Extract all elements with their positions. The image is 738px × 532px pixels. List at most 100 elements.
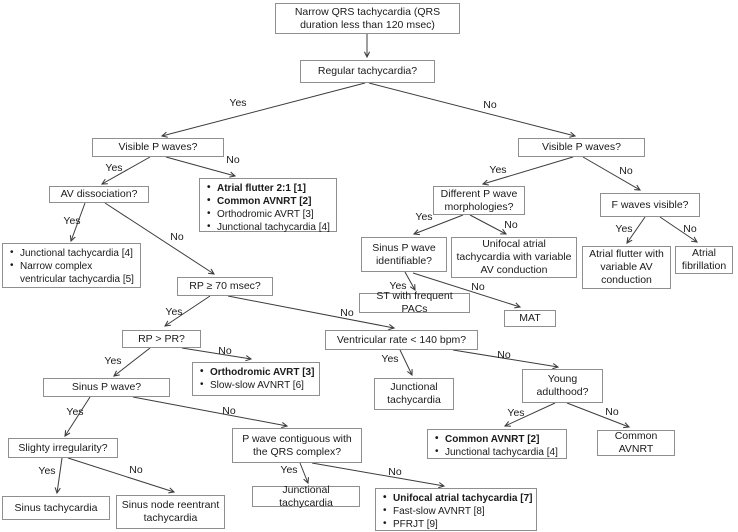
node-rp-gt-pr-label: RP > PR?: [138, 332, 185, 345]
list-item: Atrial flutter 2:1 [1]: [203, 181, 330, 195]
node-junctional-vt-list: Junctional tachycardia [4] Narrow comple…: [2, 243, 141, 288]
node-slight-irregularity: Slighty irregularity?: [8, 438, 118, 458]
common-avnrt-list-items: Common AVNRT [2] Junctional tachycardia …: [431, 432, 558, 459]
node-atrial-flutter-variable: Atrial flutter with variable AV conducti…: [582, 246, 671, 289]
node-different-p-morphologies: Different P wave morphologies?: [433, 186, 525, 215]
edge-label-yes: Yes: [489, 164, 507, 176]
edge-label-no: No: [504, 219, 518, 231]
node-sinus-node-reentrant-label: Sinus node reentrant tachycardia: [121, 499, 220, 524]
node-f-waves-visible: F waves visible?: [600, 193, 700, 217]
list-item: Junctional tachycardia [4]: [203, 220, 330, 234]
list-item-label: Fast-slow AVNRT [8]: [393, 506, 485, 517]
edge-label-no: No: [170, 231, 184, 243]
node-sinus-node-reentrant: Sinus node reentrant tachycardia: [116, 495, 225, 529]
edge-label-yes: Yes: [105, 162, 123, 174]
node-slight-irregularity-label: Slighty irregularity?: [18, 441, 108, 454]
node-f-waves-visible-label: F waves visible?: [611, 198, 689, 211]
list-item-label: Junctional tachycardia [4]: [20, 248, 133, 259]
list-item: Narrow complex ventricular tachycardia […: [6, 259, 137, 286]
node-regular-tachycardia: Regular tachycardia?: [300, 60, 435, 83]
node-common-avnrt: Common AVNRT: [597, 430, 675, 456]
edge-label-yes: Yes: [229, 97, 247, 109]
edge-label-yes: Yes: [507, 407, 525, 419]
node-visible-p-waves-left: Visible P waves?: [92, 138, 224, 157]
list-item: Orthodromic AVRT [3]: [203, 207, 330, 221]
node-p-wave-contiguous-label: P wave contiguous with the QRS complex?: [242, 432, 352, 458]
list-item: PFRJT [9]: [379, 517, 533, 531]
node-sinus-p-identifiable: Sinus P wave identifiable?: [361, 237, 447, 272]
node-p-wave-contiguous: P wave contiguous with the QRS complex?: [232, 428, 362, 463]
node-atrial-fibrillation: Atrial fibrillation: [675, 246, 733, 274]
edge-rppr-no: [181, 347, 251, 359]
atrial-flutter-list-items: Atrial flutter 2:1 [1] Common AVNRT [2] …: [203, 181, 330, 234]
node-rp-gt-pr: RP > PR?: [122, 330, 201, 348]
list-item-label: Atrial flutter 2:1 [1]: [217, 183, 306, 194]
node-junctional-bottom: Junctional tachycardia: [252, 483, 360, 509]
list-item-label: Junctional tachycardia [4]: [217, 222, 330, 233]
edge-label-no: No: [497, 349, 511, 361]
list-item-label: Unifocal atrial tachycardia [7]: [393, 493, 533, 504]
edge-label-yes: Yes: [381, 353, 399, 365]
edge-pwavecont-no: [311, 462, 444, 486]
node-common-avnrt-label: Common AVNRT: [614, 430, 658, 455]
node-av-dissociation: AV dissociation?: [49, 186, 149, 203]
edge-slighty-yes: [57, 457, 63, 493]
unifocal-list-items: Unifocal atrial tachycardia [7] Fast-slo…: [379, 491, 533, 531]
node-different-p-morphologies-label: Different P wave morphologies?: [440, 187, 518, 213]
list-item-label: Common AVNRT [2]: [217, 196, 312, 207]
list-item: Junctional tachycardia [4]: [6, 246, 137, 260]
node-sinus-tachycardia: Sinus tachycardia: [2, 496, 110, 520]
edge-slighty-no: [67, 457, 174, 492]
edge-label-yes: Yes: [165, 306, 183, 318]
node-mat-label: MAT: [519, 312, 541, 325]
node-orthodromic-list: Orthodromic AVRT [3] Slow-slow AVNRT [6]: [192, 362, 320, 396]
node-visible-p-waves-right-label: Visible P waves?: [542, 141, 621, 154]
node-junctional-bottom-label: Junctional tachycardia: [279, 483, 333, 509]
list-item-label: Orthodromic AVRT [3]: [217, 209, 314, 220]
edge-ventrate-yes: [399, 349, 412, 375]
edge-label-no: No: [218, 345, 232, 357]
node-sinus-p-wave-label: Sinus P wave?: [71, 381, 142, 394]
node-common-avnrt-list: Common AVNRT [2] Junctional tachycardia …: [427, 429, 567, 459]
edge-regular-no: [368, 82, 575, 136]
edge-label-yes: Yes: [389, 280, 407, 292]
list-item-label: PFRJT [9]: [393, 519, 438, 530]
node-mat: MAT: [504, 310, 556, 327]
edge-label-yes: Yes: [66, 406, 84, 418]
edge-label-no: No: [471, 281, 485, 293]
list-item: Common AVNRT [2]: [203, 194, 330, 208]
list-item-label: Junctional tachycardia [4]: [445, 447, 558, 458]
edge-label-yes: Yes: [415, 211, 433, 223]
edge-label-no: No: [605, 406, 619, 418]
node-atrial-flutter-variable-label: Atrial flutter with variable AV conducti…: [589, 248, 664, 286]
node-junctional-mid-label: Junctional tachycardia: [387, 381, 441, 406]
node-unifocal-variable-av-label: Unifocal atrial tachycardia with variabl…: [456, 238, 572, 276]
edge-label-no: No: [222, 405, 236, 417]
node-narrow-qrs: Narrow QRS tachycardia (QRS duration les…: [275, 3, 460, 34]
node-st-frequent-pacs-label: ST with frequent PACs: [376, 290, 453, 315]
node-rp-70: RP ≥ 70 msec?: [177, 277, 273, 296]
edge-label-yes: Yes: [104, 355, 122, 367]
node-sinus-tachycardia-label: Sinus tachycardia: [14, 501, 98, 514]
node-ventricular-rate-label: Ventricular rate < 140 bpm?: [336, 333, 467, 346]
edge-label-no: No: [619, 165, 633, 177]
node-regular-tachycardia-label: Regular tachycardia?: [317, 65, 418, 78]
edge-label-no: No: [683, 223, 697, 235]
edge-label-no: No: [340, 307, 354, 319]
edge-label-no: No: [129, 464, 143, 476]
node-st-frequent-pacs: ST with frequent PACs: [359, 290, 470, 315]
node-sinus-p-identifiable-label: Sinus P wave identifiable?: [372, 241, 436, 267]
node-av-dissociation-label: AV dissociation?: [60, 188, 138, 201]
node-unifocal-list: Unifocal atrial tachycardia [7] Fast-slo…: [375, 488, 537, 531]
node-young-adulthood: Young adulthood?: [522, 369, 603, 403]
edge-pwavecont-yes: [299, 462, 308, 483]
list-item: Unifocal atrial tachycardia [7]: [379, 491, 533, 505]
junctional-vt-list-items: Junctional tachycardia [4] Narrow comple…: [6, 246, 137, 286]
node-rp-70-label: RP ≥ 70 msec?: [189, 280, 261, 293]
edge-diffp-no: [469, 214, 506, 234]
node-visible-p-waves-left-label: Visible P waves?: [118, 141, 198, 154]
node-narrow-qrs-label: Narrow QRS tachycardia (QRS duration les…: [294, 5, 441, 31]
edge-label-yes: Yes: [280, 464, 298, 476]
node-ventricular-rate: Ventricular rate < 140 bpm?: [325, 330, 478, 350]
